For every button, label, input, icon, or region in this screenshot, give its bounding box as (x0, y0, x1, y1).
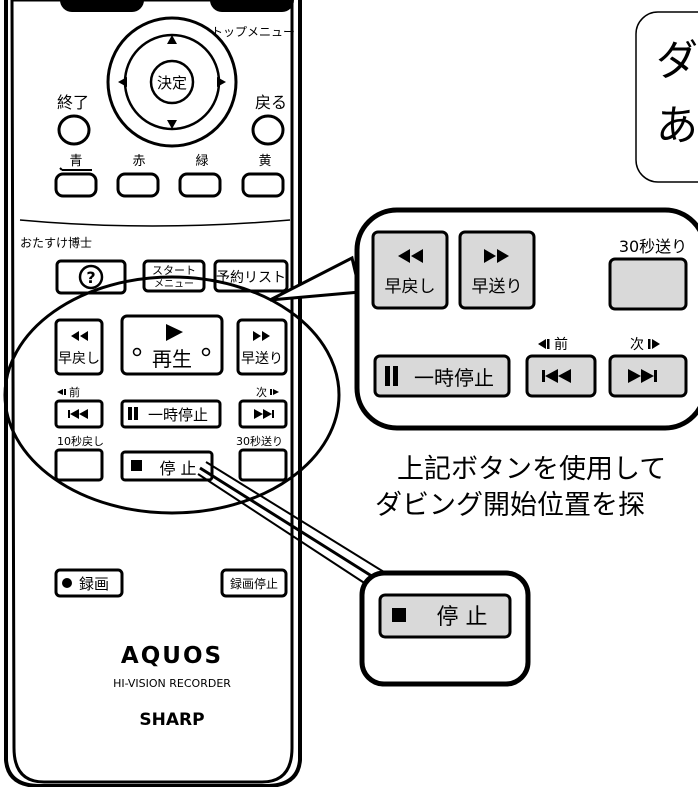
blue-button[interactable] (54, 172, 98, 198)
question-icon (78, 264, 104, 290)
callout-stop-icon (392, 608, 406, 622)
left-arrow-icon (118, 77, 127, 87)
top-left-button[interactable] (60, 0, 144, 12)
play-button[interactable] (120, 314, 224, 376)
back-10-label: 10秒戻し (57, 434, 104, 448)
prev-icon (68, 410, 70, 418)
zoom-prev-label: 前 (554, 336, 568, 353)
zoom-ff-icon (484, 249, 496, 263)
skip-30-label: 30秒送り (236, 434, 283, 448)
start-menu-label-2: メニュー (154, 279, 194, 290)
zoom-skip-30-button[interactable] (608, 257, 688, 311)
dot-icon-right (201, 347, 211, 357)
caption-line-2: ダビング開始位置を探 (375, 490, 645, 521)
enter-button[interactable] (149, 59, 195, 105)
green-button[interactable] (178, 172, 222, 198)
color-label-green: 緑 (195, 154, 208, 169)
stop-leader-line-1 (199, 466, 379, 582)
skip-30-button[interactable] (238, 448, 288, 482)
stop-label: 停 止 (159, 459, 196, 478)
zoom-next-icon (628, 369, 641, 383)
zoom-pause-button[interactable] (373, 354, 511, 398)
zoom-prev-small-icon (538, 339, 546, 349)
highlight-ellipse (3, 275, 341, 515)
stop-icon (131, 460, 142, 471)
enter-label: 決定 (157, 74, 187, 92)
stop-leader-line-2 (205, 461, 385, 573)
zoom-rewind-label: 早戻し (385, 277, 436, 297)
record-stop-button[interactable] (220, 568, 288, 598)
record-icon (62, 578, 72, 588)
zoom-next-label: 次 (630, 337, 644, 353)
color-label-red: 赤 (132, 154, 145, 169)
prev-label: 前 (69, 385, 80, 399)
help-symbol: ? (86, 268, 95, 287)
rewind-icon-2 (80, 331, 88, 341)
next-small-icon (273, 389, 279, 395)
red-button[interactable] (116, 172, 160, 198)
title-line-1: ダ (656, 36, 698, 85)
help-label: おたすけ博士 (20, 235, 92, 250)
divider (19, 219, 291, 227)
next-icon (254, 409, 263, 419)
pause-icon (128, 407, 132, 420)
title-box: ダ あ (635, 11, 698, 183)
zoom-rewind-icon (398, 249, 410, 263)
play-icon (166, 324, 183, 341)
fast-forward-label: 早送り (241, 351, 283, 367)
end-button[interactable] (57, 114, 91, 146)
callout-stop-button[interactable] (378, 593, 512, 639)
model-label: HI-VISION RECORDER (113, 677, 231, 690)
fast-forward-icon (253, 331, 261, 341)
record-button[interactable] (54, 568, 124, 598)
rewind-label: 早戻し (58, 351, 100, 367)
zoom-next-small-icon (652, 339, 660, 349)
dot-icon-left (132, 347, 142, 357)
stop-leader-line-3 (197, 473, 373, 589)
zoom-panel: 早戻し 早送り 30秒送り 前 次 一時停止 (354, 207, 698, 431)
zoom-prev-icon (542, 370, 545, 382)
back-10-button[interactable] (54, 448, 104, 482)
caption-line-1: 上記ボタンを使用して (397, 454, 666, 485)
zoom-ff-label: 早送り (472, 277, 523, 297)
record-label: 録画 (79, 575, 109, 593)
pause-button[interactable] (120, 399, 222, 429)
next-label: 次 (256, 385, 267, 399)
rewind-icon (71, 331, 79, 341)
brand-logo: AQUOS (121, 643, 223, 669)
back-button[interactable] (251, 114, 285, 146)
stop-callout: 停 止 (359, 570, 531, 687)
top-right-button[interactable] (210, 0, 294, 12)
down-arrow-icon (167, 120, 177, 129)
prev-small-icon (57, 389, 63, 395)
top-menu-label: トップメニュー (211, 25, 295, 39)
reserve-list-label: 予約リスト (216, 270, 286, 286)
fast-forward-icon-2 (262, 331, 270, 341)
title-line-2: あ (656, 101, 698, 150)
zoom-ff-button[interactable] (458, 230, 536, 310)
zoom-pause-icon (385, 366, 390, 386)
fast-forward-button[interactable] (236, 318, 288, 376)
record-stop-label: 録画停止 (230, 576, 278, 591)
maker-logo: SHARP (139, 710, 204, 730)
zoom-pause-label: 一時停止 (414, 366, 494, 390)
callout-stop-label: 停 止 (437, 605, 488, 630)
yellow-button[interactable] (241, 172, 285, 198)
rewind-button[interactable] (54, 318, 104, 376)
start-menu-label-1: スタート (152, 264, 196, 277)
color-label-yellow: 黄 (258, 154, 271, 169)
color-label-blue: 青 (69, 154, 82, 169)
up-arrow-icon (167, 35, 177, 44)
color-buttons: 青 赤 緑 黄 (54, 154, 285, 198)
back-label: 戻る (255, 93, 287, 112)
end-label: 終了 (57, 93, 89, 112)
pause-label: 一時停止 (148, 406, 208, 424)
zoom-skip-30-label: 30秒送り (619, 237, 687, 256)
play-label: 再生 (152, 347, 192, 371)
zoom-rewind-button[interactable] (371, 230, 449, 310)
dpad[interactable]: 決定 (106, 16, 238, 148)
right-arrow-icon (217, 77, 226, 87)
